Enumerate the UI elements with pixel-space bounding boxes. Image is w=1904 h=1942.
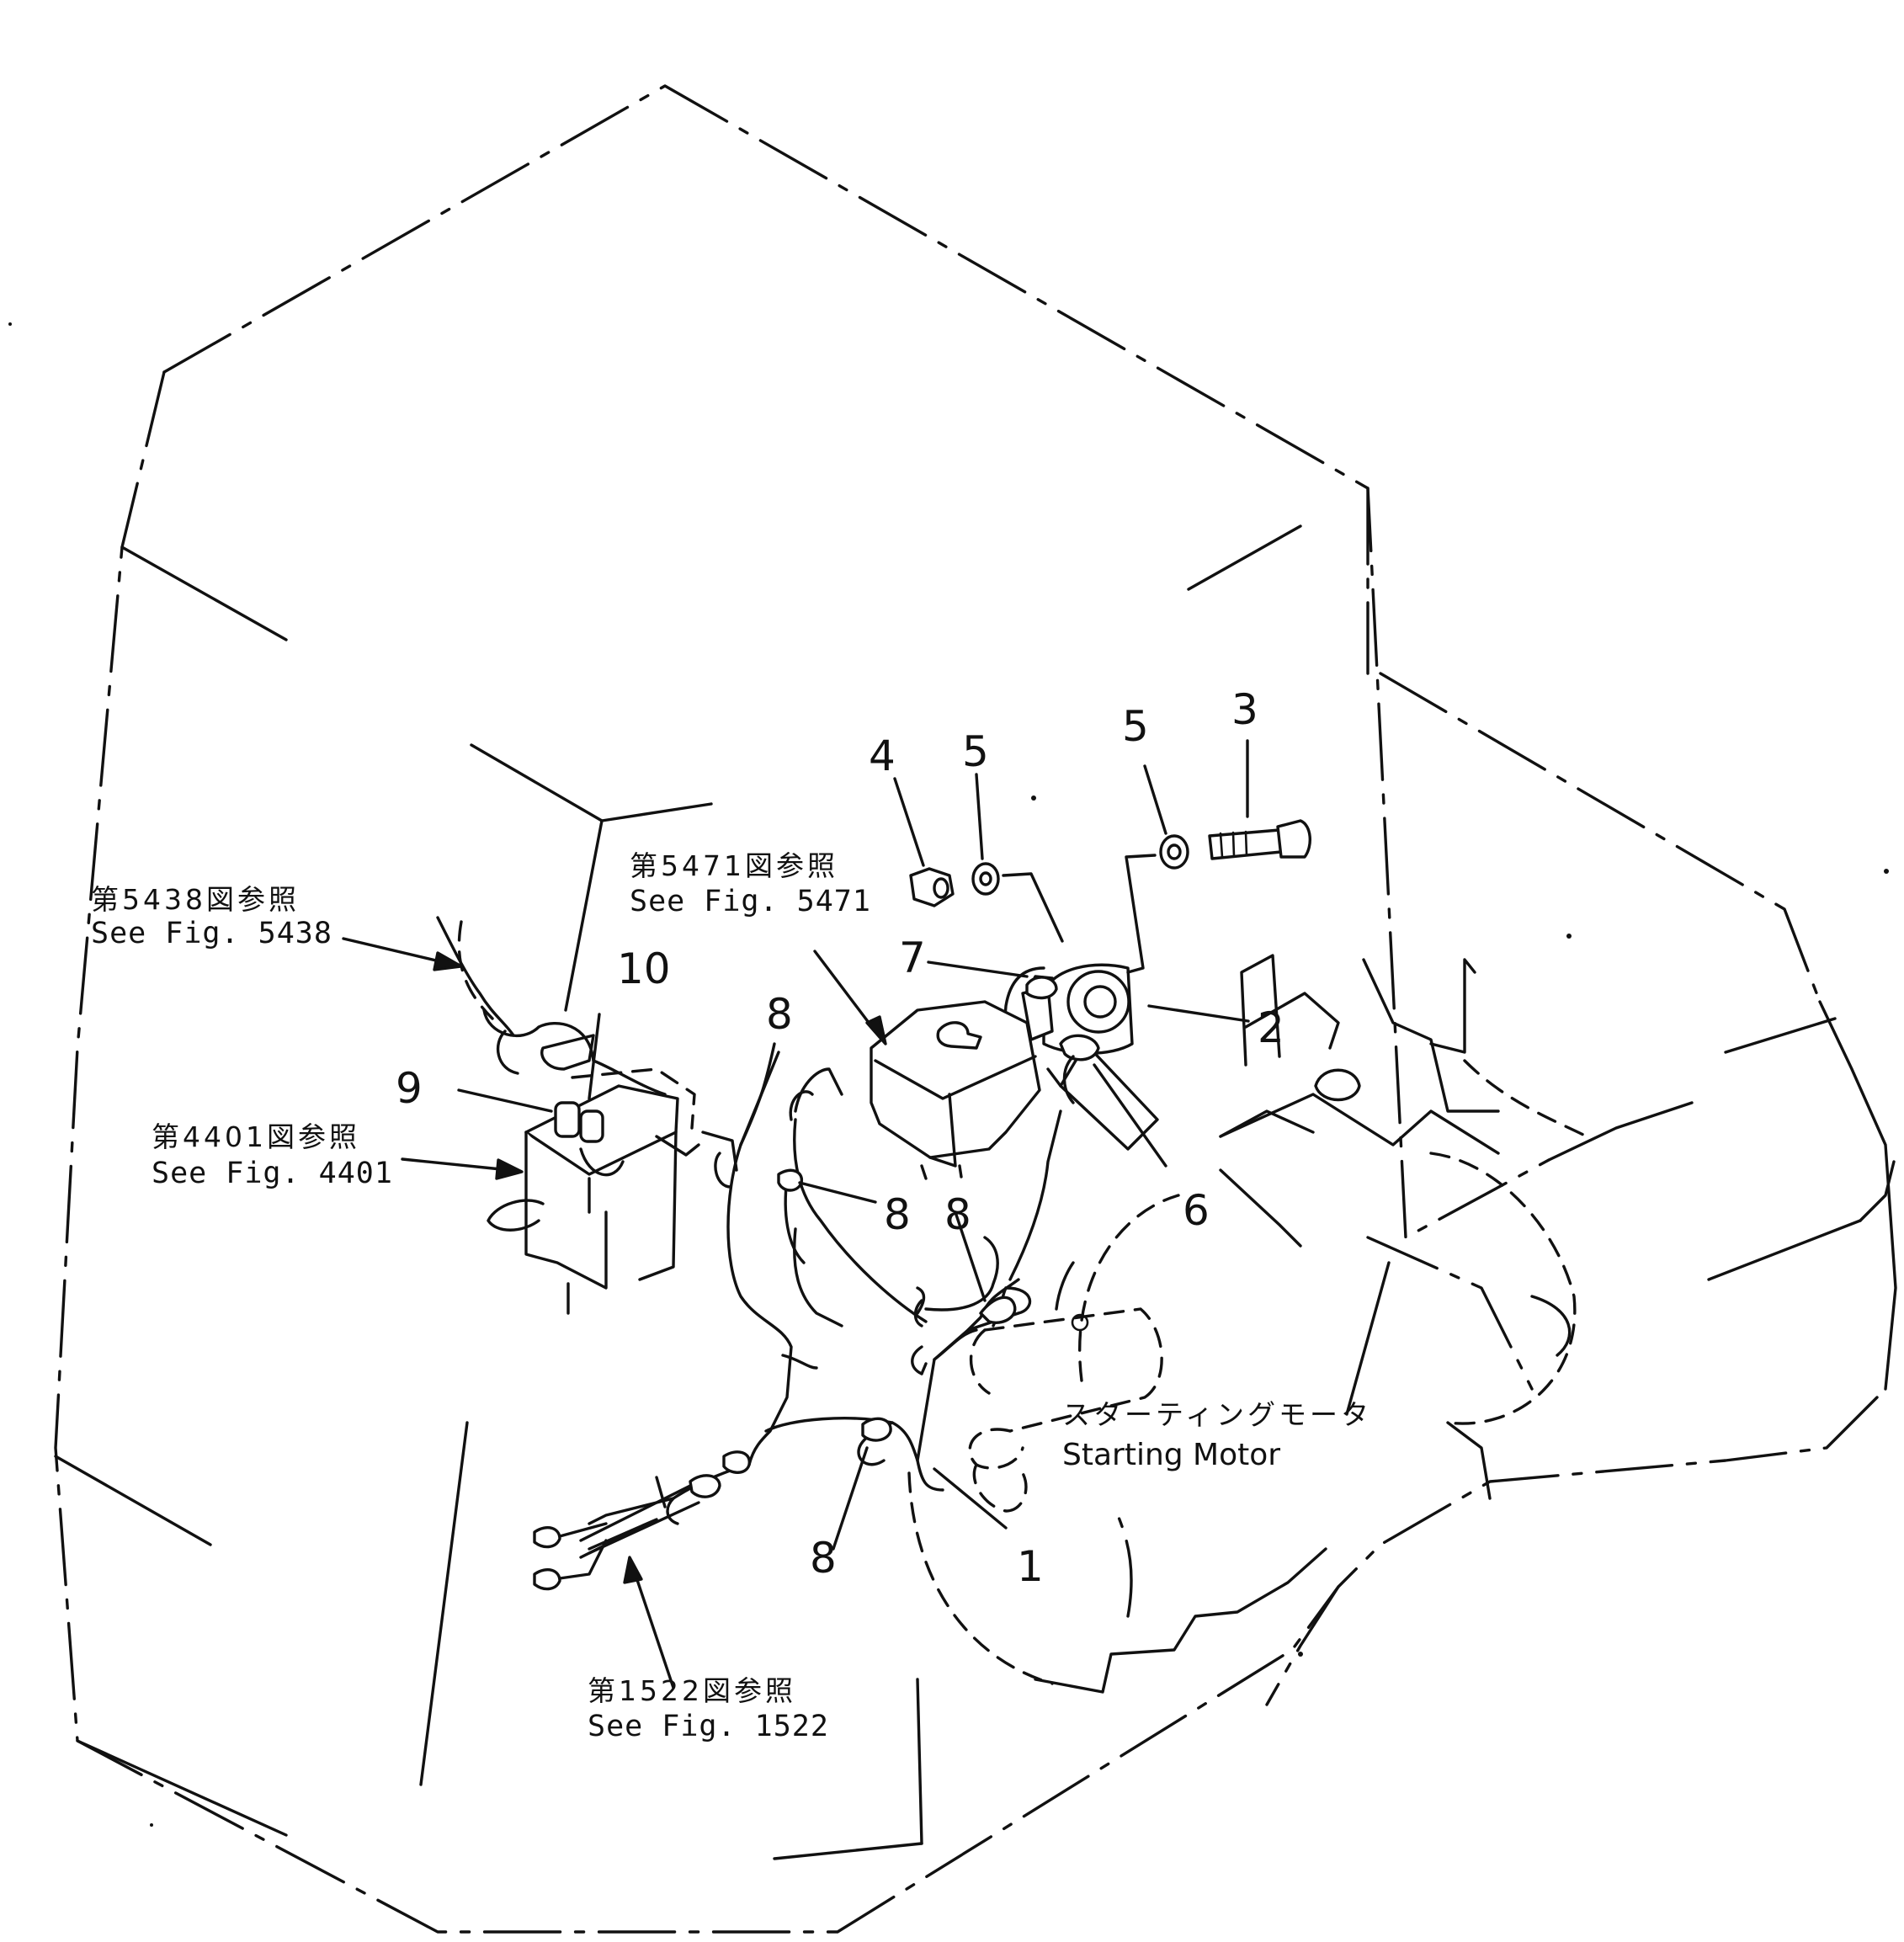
assembly-line-5b (1125, 854, 1157, 974)
leader-lines (457, 739, 1250, 1551)
speck-6 (1298, 1652, 1303, 1657)
ref-1522-jp: 第1522図参照 (588, 1674, 796, 1707)
engine-phantom (907, 954, 1588, 1694)
speck-5 (150, 1823, 153, 1827)
washer-part-5b (1159, 834, 1189, 870)
battery-relay-group (436, 916, 738, 1315)
reference-arrows (342, 937, 887, 1689)
tank-fig-5471 (870, 1000, 1041, 1180)
bolt-part-3 (1208, 819, 1311, 860)
callout-8b: 8 (884, 1190, 911, 1239)
callout-2: 2 (1258, 1003, 1284, 1052)
speck-1 (8, 322, 12, 326)
callout-6: 6 (1183, 1186, 1210, 1235)
callout-5a: 5 (962, 727, 989, 776)
ref-5438-en: See Fig. 5438 (91, 917, 332, 950)
callout-3: 3 (1231, 685, 1258, 734)
assembly-line-5a (1002, 872, 1064, 943)
ref-5438-jp: 第5438図参照 (91, 883, 300, 916)
callout-4: 4 (869, 732, 896, 780)
callout-10: 10 (617, 944, 671, 993)
callout-9: 9 (396, 1064, 423, 1113)
ref-4401-en: See Fig. 4401 (152, 1157, 393, 1190)
wiring-harness (533, 1042, 1062, 1591)
alternator-assembly (1000, 963, 1159, 1151)
speck-3 (1884, 869, 1889, 874)
nut-part-4 (909, 867, 955, 907)
starting-motor-jp: スターティングモータ (1062, 1398, 1372, 1431)
callout-8c: 8 (944, 1190, 971, 1239)
speck-4 (1566, 934, 1572, 939)
callout-7: 7 (899, 934, 926, 982)
ref-5471-en: See Fig. 5471 (630, 885, 871, 918)
speck-2 (1031, 795, 1036, 801)
machine-outline (54, 84, 1897, 1934)
ref-5471-jp: 第5471図参照 (630, 849, 838, 882)
starting-motor (968, 1261, 1163, 1513)
wire-fig-5438 (457, 920, 494, 1020)
callout-1: 1 (1017, 1542, 1044, 1591)
washer-part-5a (971, 862, 1000, 896)
starting-motor-en: Starting Motor (1062, 1438, 1280, 1472)
ref-4401-jp: 第4401図参照 (152, 1120, 360, 1153)
callout-8d: 8 (810, 1534, 837, 1583)
ref-1522-en: See Fig. 1522 (588, 1710, 829, 1743)
callout-5b: 5 (1122, 702, 1149, 751)
callout-8a: 8 (766, 990, 793, 1039)
